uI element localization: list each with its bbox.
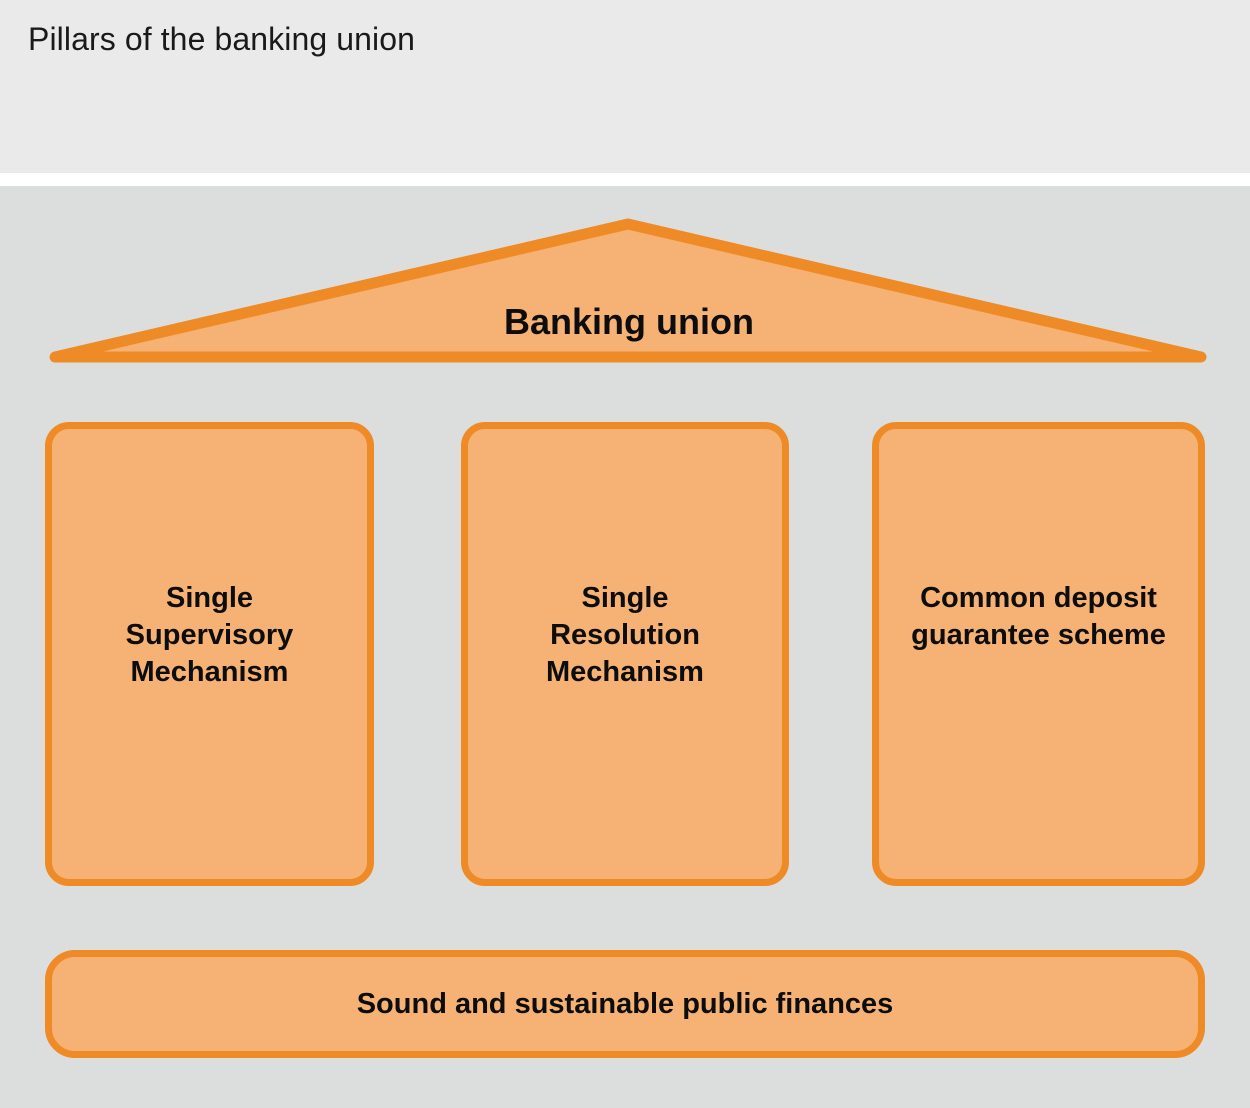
- pillar-label: Single Supervisory Mechanism: [52, 580, 367, 691]
- pillar-single-supervisory-mechanism[interactable]: Single Supervisory Mechanism: [45, 422, 374, 886]
- pillar-label-line: guarantee scheme: [911, 619, 1166, 651]
- pillar-label-line: Resolution: [550, 619, 700, 651]
- pillar-label: Common deposit guarantee scheme: [879, 580, 1198, 654]
- diagram-body-panel: Banking union Single Supervisory Mechani…: [0, 186, 1250, 1108]
- page-title: Pillars of the banking union: [28, 21, 416, 57]
- pillar-label-line: Single: [581, 582, 669, 614]
- pillar-label-line: Supervisory: [125, 619, 294, 651]
- roof-pediment: Banking union: [36, 208, 1216, 368]
- pillar-common-deposit-guarantee-scheme[interactable]: Common deposit guarantee scheme: [872, 422, 1205, 886]
- foundation-label: Sound and sustainable public finances: [356, 987, 894, 1020]
- pillar-label: Single Resolution Mechanism: [468, 580, 782, 691]
- pillar-label-line: Mechanism: [546, 656, 704, 688]
- pillar-label-line: Common deposit: [920, 582, 1157, 614]
- roof-triangle-shape: [49, 218, 1207, 363]
- header-band: Pillars of the banking union: [0, 0, 1250, 173]
- pillar-single-resolution-mechanism[interactable]: Single Resolution Mechanism: [461, 422, 789, 886]
- pillar-label-line: Single: [165, 582, 253, 614]
- pillar-label-line: Mechanism: [130, 656, 289, 688]
- foundation-bar[interactable]: Sound and sustainable public finances: [45, 950, 1205, 1058]
